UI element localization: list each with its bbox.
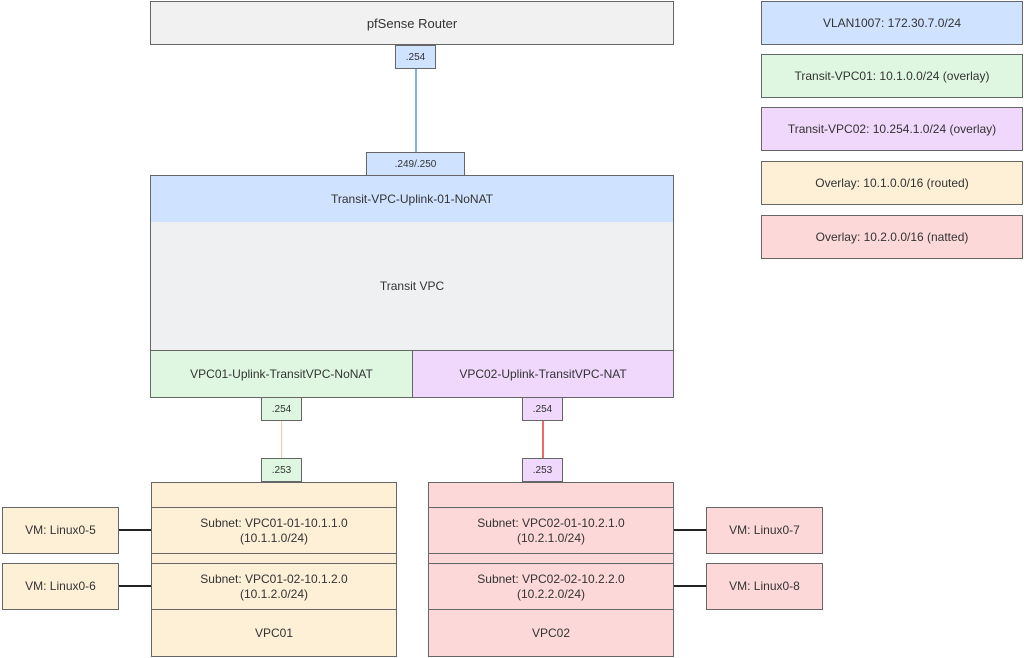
vm-linux0-5[interactable]: VM: Linux0-5 <box>2 507 119 554</box>
vpc01[interactable]: Subnet: VPC01-01-10.1.1.0 (10.1.1.0/24) … <box>151 482 397 657</box>
legend-vlan1007: VLAN1007: 172.30.7.0/24 <box>761 1 1023 45</box>
vm-link <box>119 585 151 587</box>
vpc02-subnet-1[interactable]: Subnet: VPC02-01-10.2.1.0 (10.2.1.0/24) <box>428 507 674 554</box>
vpc02-port-top-label: .254 <box>532 403 553 415</box>
subnet-cidr: (10.1.2.0/24) <box>239 586 309 601</box>
vpc01-downlink-label: VPC01-Uplink-TransitVPC-NoNAT <box>190 366 373 381</box>
subnet-cidr: (10.1.1.0/24) <box>239 530 309 545</box>
vpc02-label: VPC02 <box>429 609 673 657</box>
vm-linux0-8[interactable]: VM: Linux0-8 <box>706 563 823 610</box>
vpc02-label-text: VPC02 <box>531 625 571 640</box>
router-port-label: .254 <box>405 51 426 63</box>
subnet-cidr: (10.2.1.0/24) <box>516 530 586 545</box>
legend-label: Transit-VPC01: 10.1.0.0/24 (overlay) <box>794 68 990 83</box>
legend-label: Transit-VPC02: 10.254.1.0/24 (overlay) <box>787 121 997 136</box>
vm-link <box>674 585 707 587</box>
subnet-name: Subnet: VPC01-01-10.1.1.0 <box>200 515 348 530</box>
vpc02-port-bottom-label: .253 <box>532 464 553 476</box>
vpc02-subnet-2[interactable]: Subnet: VPC02-02-10.2.2.0 (10.2.2.0/24) <box>428 563 674 610</box>
legend-label: Overlay: 10.2.0.0/16 (natted) <box>815 229 969 244</box>
legend-transit-vpc02: Transit-VPC02: 10.254.1.0/24 (overlay) <box>761 107 1023 151</box>
transit-uplink-segment[interactable]: Transit-VPC-Uplink-01-NoNAT <box>150 175 674 223</box>
vpc02[interactable]: Subnet: VPC02-01-10.2.1.0 (10.2.1.0/24) … <box>428 482 674 657</box>
transit-vpc-label: Transit VPC <box>379 279 445 293</box>
vpc01-label: VPC01 <box>152 609 396 657</box>
pfsense-router[interactable]: pfSense Router <box>150 1 674 45</box>
transit-uplink-label: Transit-VPC-Uplink-01-NoNAT <box>330 191 494 206</box>
vpc02-downlink-segment[interactable]: VPC02-Uplink-TransitVPC-NAT <box>412 350 674 398</box>
vpc01-label-text: VPC01 <box>254 625 294 640</box>
vpc01-link <box>281 421 282 458</box>
vpc01-port-bottom: .253 <box>261 458 302 482</box>
vm-linux0-7[interactable]: VM: Linux0-7 <box>706 507 823 554</box>
router-label: pfSense Router <box>366 15 458 31</box>
vpc01-subnet-2[interactable]: Subnet: VPC01-02-10.1.2.0 (10.1.2.0/24) <box>151 563 397 610</box>
vpc01-port-top-label: .254 <box>271 403 292 415</box>
subnet-name: Subnet: VPC02-01-10.2.1.0 <box>477 515 625 530</box>
vm-link <box>674 529 707 531</box>
vm-link <box>119 529 151 531</box>
vpc01-port-bottom-label: .253 <box>271 464 292 476</box>
vm-linux0-6[interactable]: VM: Linux0-6 <box>2 563 119 610</box>
vm-label: VM: Linux0-5 <box>25 523 96 537</box>
vpc01-downlink-segment[interactable]: VPC01-Uplink-TransitVPC-NoNAT <box>150 350 413 398</box>
vpc02-port-bottom: .253 <box>522 458 563 482</box>
subnet-name: Subnet: VPC02-02-10.2.2.0 <box>477 571 625 586</box>
transit-uplink-port: .249/.250 <box>366 152 465 176</box>
transit-uplink-port-label: .249/.250 <box>394 158 437 170</box>
vm-label: VM: Linux0-6 <box>25 579 96 593</box>
legend-label: Overlay: 10.1.0.0/16 (routed) <box>815 175 969 190</box>
vpc02-link <box>542 421 544 458</box>
vpc02-port-top: .254 <box>522 397 563 421</box>
vpc01-subnet-1[interactable]: Subnet: VPC01-01-10.1.1.0 (10.1.1.0/24) <box>151 507 397 554</box>
legend-overlay-routed: Overlay: 10.1.0.0/16 (routed) <box>761 161 1023 205</box>
subnet-name: Subnet: VPC01-02-10.1.2.0 <box>200 571 348 586</box>
legend-overlay-natted: Overlay: 10.2.0.0/16 (natted) <box>761 215 1023 259</box>
vpc02-downlink-label: VPC02-Uplink-TransitVPC-NAT <box>459 366 627 381</box>
vlan-link <box>415 69 417 152</box>
legend-transit-vpc01: Transit-VPC01: 10.1.0.0/24 (overlay) <box>761 54 1023 98</box>
legend-label: VLAN1007: 172.30.7.0/24 <box>822 15 962 30</box>
vpc01-port-top: .254 <box>261 397 302 421</box>
vm-label: VM: Linux0-8 <box>729 579 800 593</box>
vm-label: VM: Linux0-7 <box>729 523 800 537</box>
subnet-cidr: (10.2.2.0/24) <box>516 586 586 601</box>
transit-vpc[interactable]: Transit VPC <box>150 222 674 352</box>
router-port: .254 <box>395 45 436 69</box>
